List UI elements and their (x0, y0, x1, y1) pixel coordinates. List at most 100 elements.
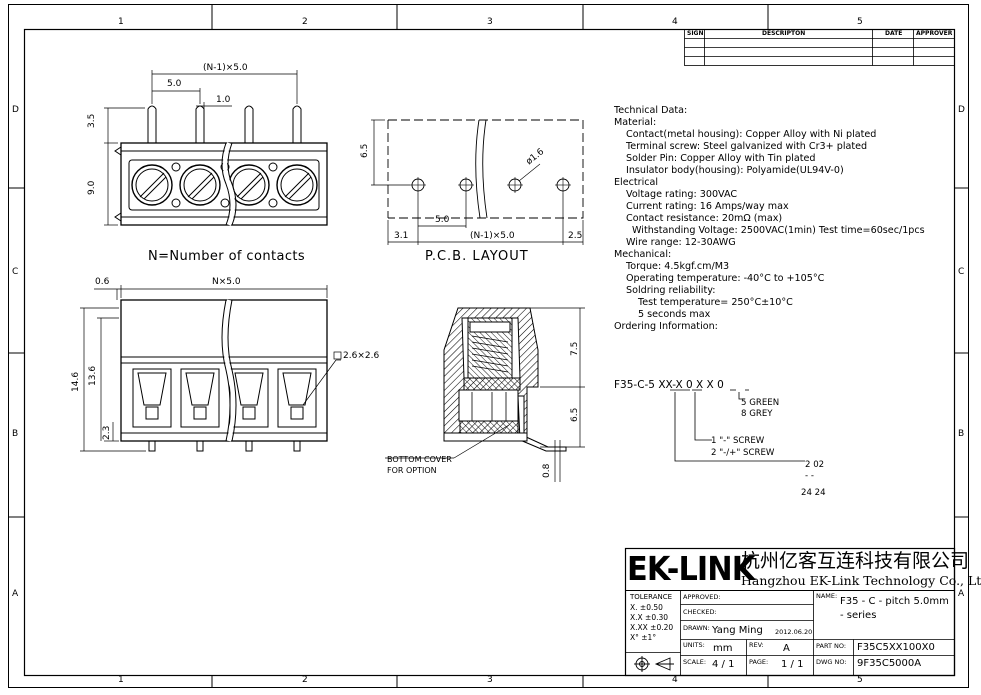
column-label: 3 (487, 17, 493, 27)
units-value: mm (713, 643, 733, 654)
dwg-no-value: 9F35C5000A (857, 658, 922, 669)
row-label: A (12, 589, 19, 599)
column-label: 4 (672, 17, 678, 27)
company-name-en: Hangzhou EK-Link Technology Co., Ltd (741, 573, 981, 588)
sheet-border (8, 4, 969, 688)
row-label: D (12, 105, 19, 115)
page-label: PAGE: (749, 658, 769, 666)
dim-front-total: N×5.0 (212, 277, 241, 287)
tech-line: Operating temperature: -40°C to +105°C (626, 273, 825, 284)
dim-pin-width: 1.0 (216, 95, 231, 105)
checked-label: CHECKED: (683, 608, 717, 616)
tolerance-label: TOLERANCE (630, 593, 673, 601)
tolerance-value: X.X ±0.30 (630, 613, 669, 622)
scale-value: 4 / 1 (712, 659, 735, 670)
screw-heads (131, 164, 318, 206)
pcb-caption: P.C.B. LAYOUT (425, 249, 529, 264)
wire-entries (132, 368, 317, 428)
tech-line: Ordering Information: (614, 321, 718, 332)
dim-pcb-total: (N-1)×5.0 (470, 231, 515, 241)
tech-line: 5 seconds max (638, 309, 711, 320)
drawn-by: Yang Ming (712, 625, 763, 636)
title-block-lines (624, 547, 956, 677)
technical-data: Technical Data: Material: Contact(metal … (614, 105, 925, 333)
pole-option: - - (805, 471, 814, 481)
rev-header-date: DATE (885, 30, 903, 37)
tech-line: Current rating: 16 Amps/way max (626, 201, 789, 212)
rev-value: A (783, 643, 790, 654)
front-pins (148, 440, 301, 452)
dim-section-low: 6.5 (570, 407, 580, 422)
pole-option: 24 24 (801, 488, 826, 498)
dim-pcb-left: 3.1 (394, 231, 409, 241)
rev-header-description: DESCRIPTON (762, 30, 806, 37)
page-value: 1 / 1 (781, 659, 804, 670)
column-label: 5 (857, 675, 863, 685)
tech-line: Solder Pin: Copper Alloy with Tin plated (626, 153, 816, 164)
dim-height-total: 14.6 (71, 371, 81, 392)
tech-line: Technical Data: (614, 105, 688, 116)
drawing-name: - series (840, 610, 877, 621)
pcb-layout (371, 119, 584, 245)
row-label: D (958, 105, 965, 115)
ordering-leaders (670, 389, 805, 462)
tech-line: Wire range: 12-30AWG (626, 237, 736, 248)
section-view (385, 307, 585, 482)
tech-line: Torque: 4.5kgf.cm/M3 (626, 261, 730, 272)
side-view (104, 70, 328, 226)
tech-line: Withstanding Voltage: 2500VAC(1min) Test… (632, 225, 925, 236)
projection-symbol-icon (634, 656, 674, 672)
name-label: NAME: (816, 592, 838, 600)
dim-pcb-right: 2.5 (568, 231, 583, 241)
color-option: 5 GREEN (741, 398, 780, 408)
scale-label: SCALE: (683, 658, 707, 666)
column-label: 1 (118, 675, 124, 685)
dim-pin-square: 2.6×2.6 (343, 351, 380, 361)
screw-option: 2 "-/+" SCREW (711, 448, 775, 458)
dim-section-top: 7.5 (570, 341, 580, 356)
row-label: C (12, 267, 19, 277)
column-label: 2 (302, 675, 308, 685)
part-no-value: F35C5XX100X0 (857, 642, 935, 653)
bottom-cover-note: BOTTOM COVER (387, 455, 452, 464)
tech-line: Contact resistance: 20mΩ (max) (626, 213, 783, 224)
column-label: 4 (672, 675, 678, 685)
tolerance-value: X.XX ±0.20 (630, 623, 674, 632)
dim-body-height: 9.0 (87, 180, 97, 195)
revision-table (684, 29, 955, 66)
dim-pin-height: 3.5 (87, 113, 97, 128)
tech-line: Soldring reliability: (626, 285, 716, 296)
row-label: B (12, 429, 19, 439)
drawn-label: DRAWN: (683, 624, 710, 632)
color-option: 8 GREY (741, 409, 773, 419)
tech-line: Insulator body(housing): Polyamide(UL94V… (626, 165, 844, 176)
dim-pcb-row: 6.5 (360, 143, 370, 158)
drawing-name: F35 - C - pitch 5.0mm (840, 596, 949, 607)
dim-pitch: 5.0 (167, 79, 182, 89)
dim-pitch-total: (N-1)×5.0 (203, 63, 248, 73)
pole-option: 2 02 (805, 460, 825, 470)
approved-label: APPROVED: (683, 593, 721, 601)
front-view (80, 285, 342, 452)
tech-line: Material: (614, 117, 657, 128)
row-label: A (958, 589, 965, 599)
screw-option: 1 "-" SCREW (711, 436, 765, 446)
tech-line: Terminal screw: Steel galvanized with Cr… (626, 141, 868, 152)
tech-line: Mechanical: (614, 249, 672, 260)
column-label: 1 (118, 17, 124, 27)
row-label: B (958, 429, 965, 439)
part-no-label: PART NO: (816, 642, 847, 650)
tolerance-value: X. ±0.50 (630, 603, 663, 612)
ordering-code: F35-C-5 XX-X 0 X X 0 (614, 379, 724, 391)
tech-line: Voltage rating: 300VAC (626, 189, 738, 200)
rev-header-sign: SIGN (687, 30, 704, 37)
bottom-cover-note: FOR OPTION (387, 466, 437, 475)
drawn-date: 2012.06.20 (775, 628, 813, 636)
side-view-pins (147, 105, 302, 143)
row-label: C (958, 267, 965, 277)
units-label: UNITS: (683, 641, 705, 649)
tech-line: Test temperature= 250°C±10°C (638, 297, 793, 308)
column-label: 2 (302, 17, 308, 27)
column-label: 3 (487, 675, 493, 685)
